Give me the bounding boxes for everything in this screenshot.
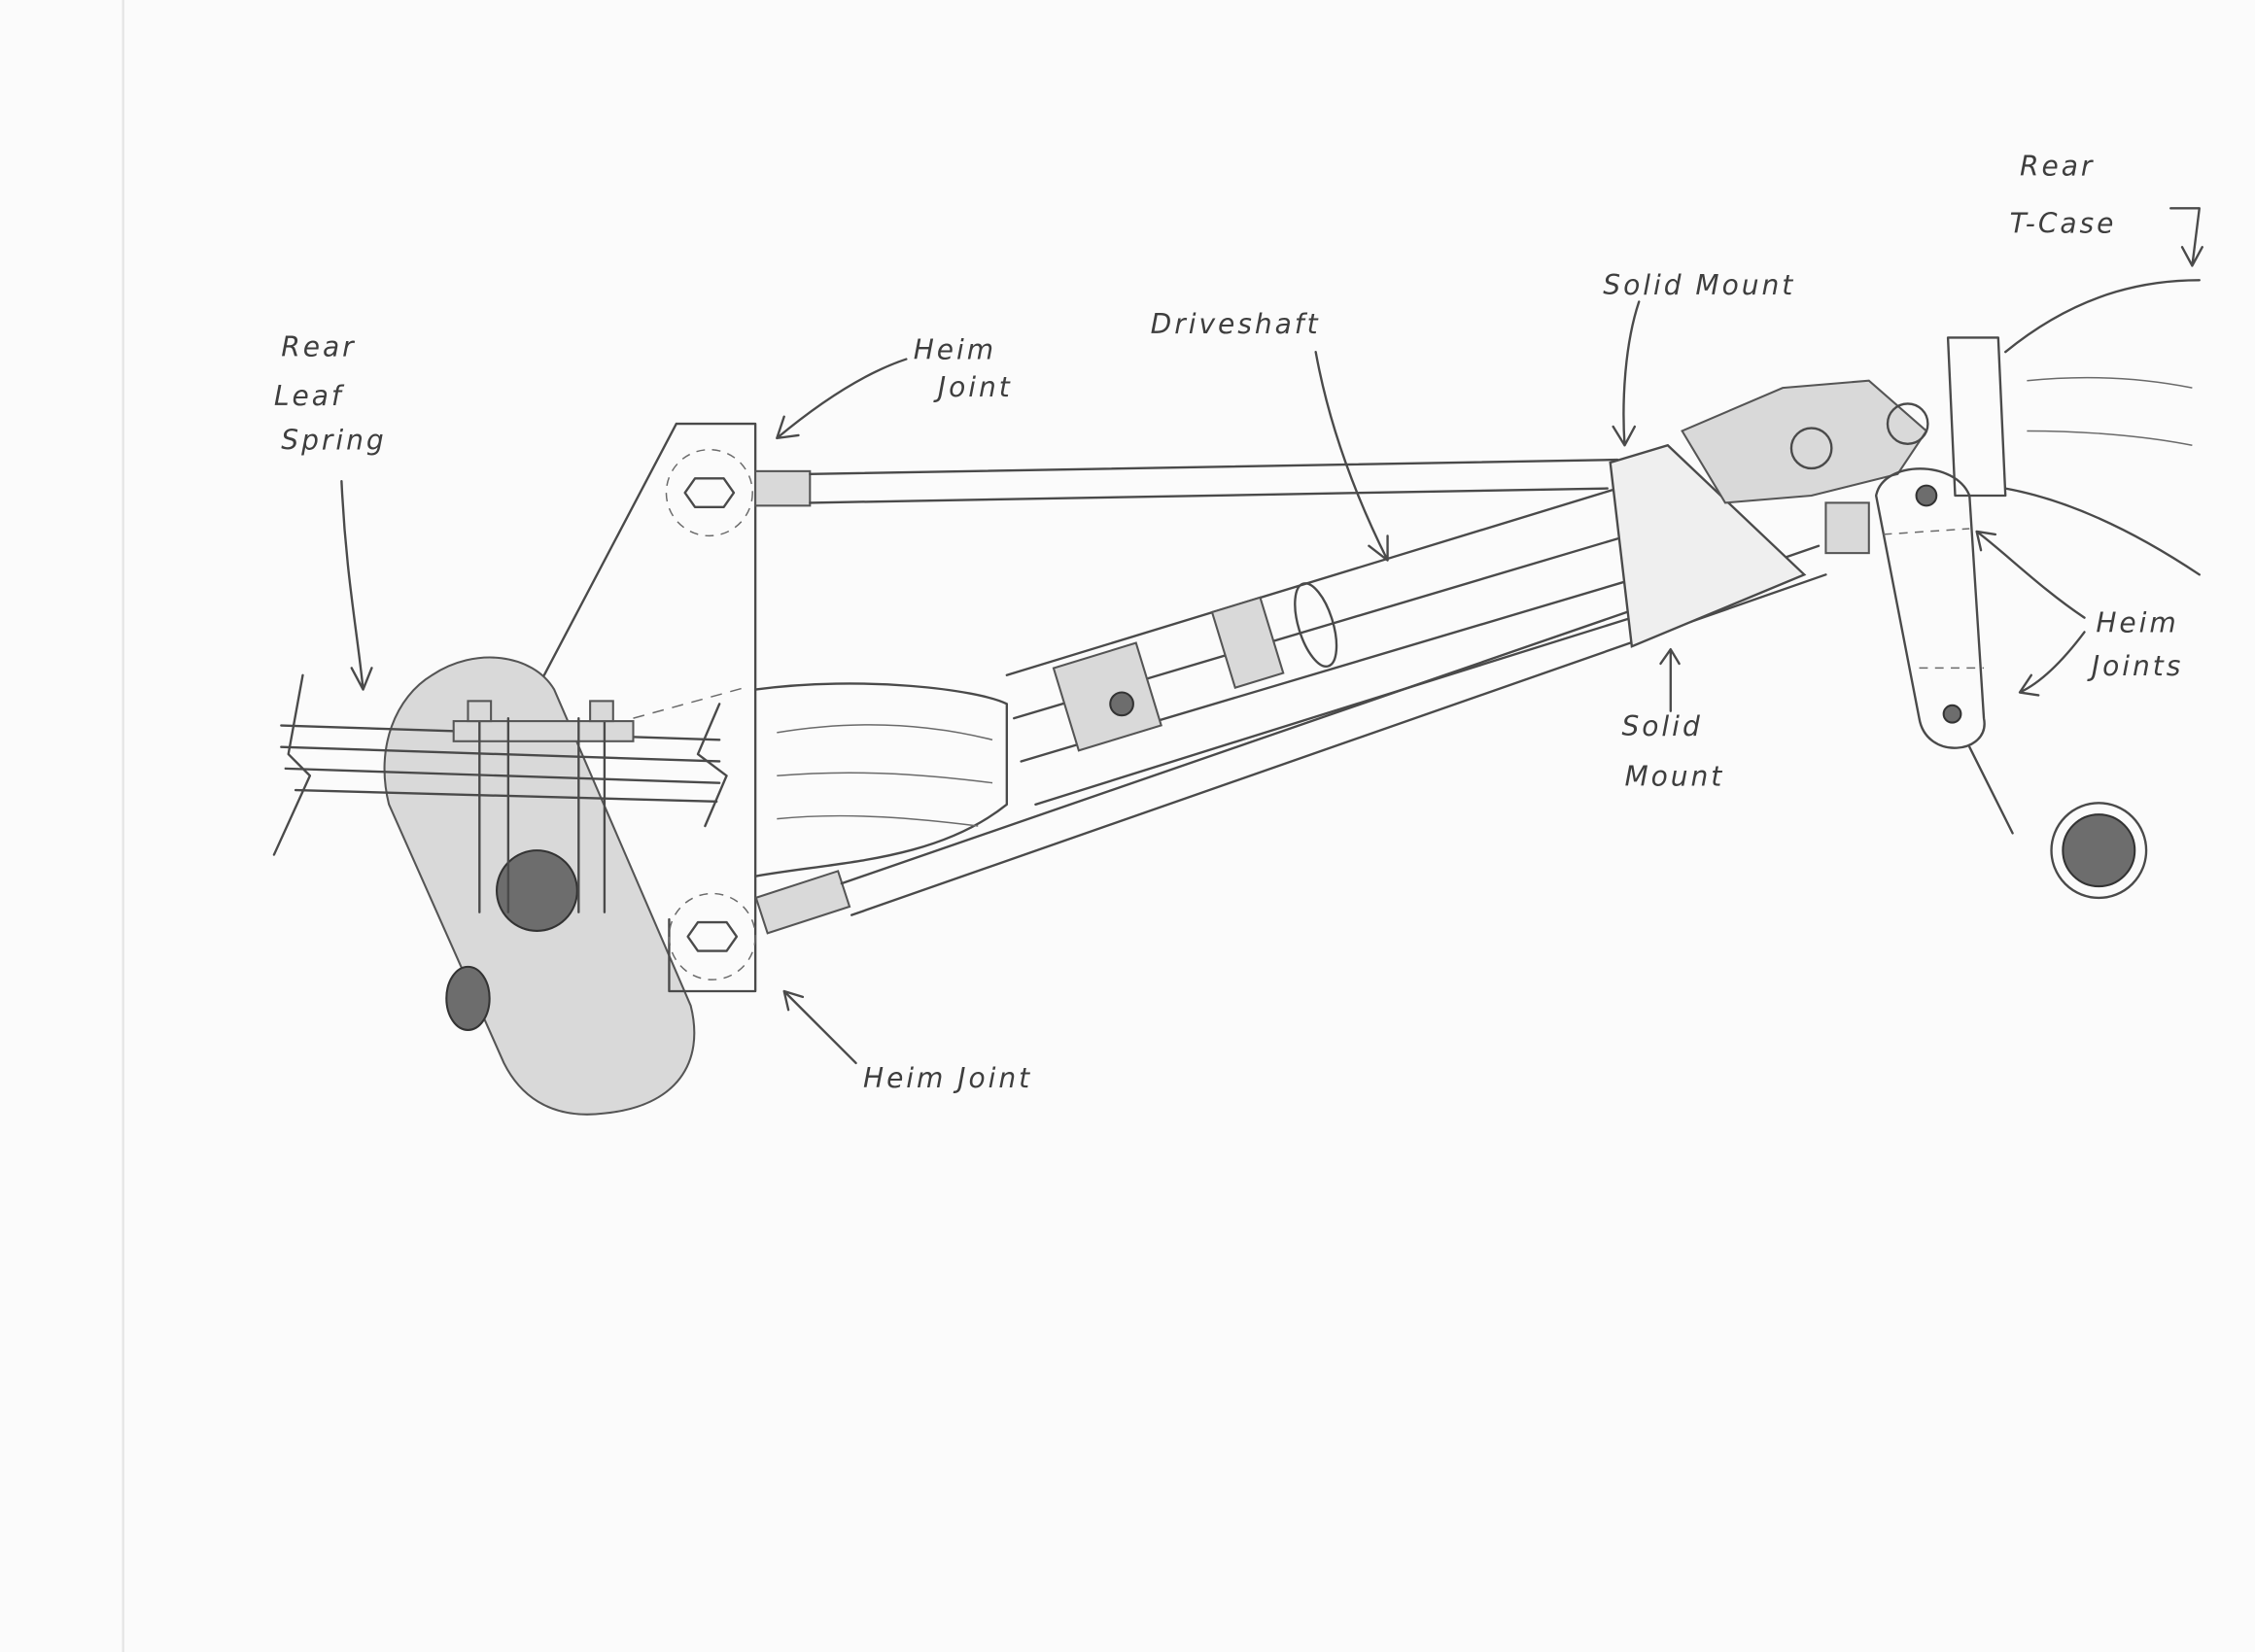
axle-tube-end — [496, 849, 578, 932]
transfer-case — [1946, 279, 2201, 576]
label-rear-tcase-2: T-Case — [2010, 207, 2117, 239]
diagram-labels: Rear Leaf Spring Heim Joint Driveshaft S… — [274, 150, 2183, 1094]
label-rear-leaf-spring-3: Spring — [281, 425, 386, 457]
label-driveshaft: Driveshaft — [1151, 308, 1321, 340]
label-rear-leaf-spring-1: Rear — [281, 331, 356, 363]
axle-bracket — [542, 422, 757, 993]
label-heim-joint-bottom: Heim Joint — [863, 1062, 1032, 1094]
upper-link-rod — [754, 458, 1619, 507]
driveshaft — [1005, 487, 1634, 807]
label-rear-leaf-spring-2: Leaf — [274, 380, 345, 412]
callout-arrows — [340, 207, 2203, 1065]
label-solid-mount-bottom-2: Mount — [1624, 761, 1724, 793]
label-solid-mount-top: Solid Mount — [1603, 269, 1795, 301]
pinion-housing — [753, 682, 1009, 878]
label-rear-tcase-1: Rear — [2020, 150, 2095, 182]
axle-end — [445, 965, 491, 1031]
label-heim-joint-top-1: Heim — [914, 334, 996, 366]
label-heim-joint-top-2: Joint — [933, 371, 1013, 403]
leaf-spring — [272, 673, 748, 913]
tire-end — [2062, 813, 2136, 888]
solid-mount — [1609, 443, 1807, 648]
drop-link — [1874, 467, 2148, 900]
label-solid-mount-bottom-1: Solid — [1622, 710, 1703, 742]
u-joint-assembly — [1681, 379, 1929, 555]
axle-housing — [383, 656, 696, 1116]
label-heim-joints-2: Joints — [2087, 650, 2183, 682]
label-heim-joints-1: Heim — [2096, 606, 2178, 638]
